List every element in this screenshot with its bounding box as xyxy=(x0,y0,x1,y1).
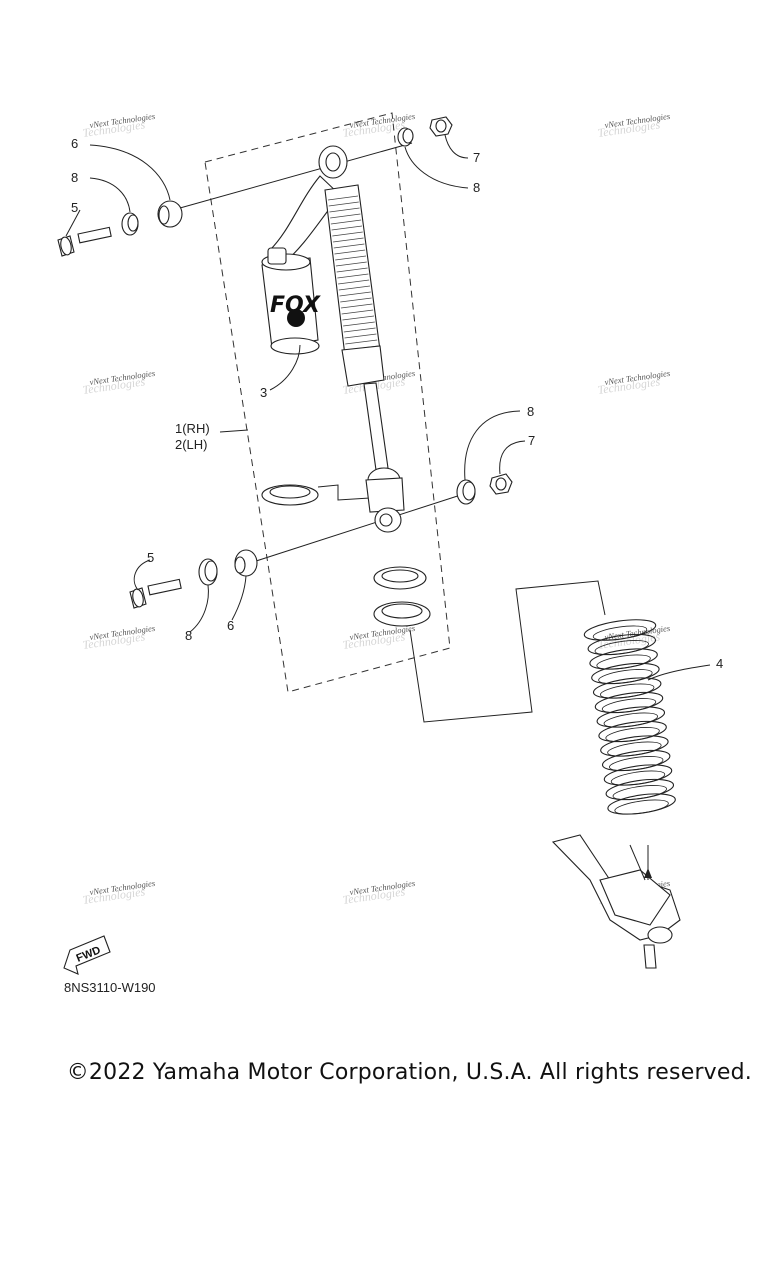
callout-6-bottom: 6 xyxy=(227,618,234,633)
coil-line xyxy=(339,291,371,297)
spring-coil-inner xyxy=(594,640,649,655)
fwd-arrow-icon: FWD xyxy=(63,935,111,975)
callouts: 6 8 5 7 8 3 1(RH) 2(LH) 8 7 5 8 6 4 xyxy=(71,136,723,671)
collar-top-left xyxy=(121,212,139,236)
collar-top-right xyxy=(397,127,414,147)
spring-coil-inner xyxy=(596,654,651,670)
spring-coil-inner xyxy=(614,799,669,815)
spring-coil xyxy=(591,662,660,685)
bushing-bottom xyxy=(234,549,258,577)
leader-lines xyxy=(65,134,711,681)
spring-coil-inner xyxy=(610,770,666,786)
coil-spring xyxy=(583,619,676,815)
callout-2-lh: 2(LH) xyxy=(175,437,208,452)
diagram-code: 8NS3110-W190 xyxy=(64,980,156,995)
spring-coil-inner xyxy=(603,712,658,728)
spring-coil-inner xyxy=(601,698,657,713)
coil-line xyxy=(341,309,374,315)
lock-ring-lower xyxy=(373,601,431,627)
callout-5-top: 5 xyxy=(71,200,78,215)
spring-coil-inner xyxy=(609,756,664,771)
callout-6-top: 6 xyxy=(71,136,78,151)
spring-coil xyxy=(603,764,673,786)
coil-line xyxy=(342,315,375,321)
coil-line xyxy=(338,279,370,285)
callout-8-top-left: 8 xyxy=(71,170,78,185)
spring-coil xyxy=(601,749,671,772)
coil-line xyxy=(330,213,361,219)
axis-lines xyxy=(179,142,606,723)
spring-coil xyxy=(607,793,676,815)
nut-top-right xyxy=(429,116,453,137)
copyright-notice: ©2022 Yamaha Motor Corporation, U.S.A. A… xyxy=(0,1060,768,1085)
spring-coil xyxy=(605,778,675,801)
coil-line xyxy=(343,327,376,333)
bolt-bottom xyxy=(129,578,182,609)
coil-line xyxy=(332,237,364,243)
spring-coil xyxy=(594,691,664,714)
callout-5-bottom: 5 xyxy=(147,550,154,565)
coil-line xyxy=(328,201,359,207)
spring-coil xyxy=(596,706,666,728)
coil-line xyxy=(343,321,375,327)
coil-line xyxy=(336,267,368,273)
coil-line xyxy=(332,231,363,237)
coil-line xyxy=(344,333,377,339)
callout-8-bottom: 8 xyxy=(185,628,192,643)
callout-8-top-right: 8 xyxy=(473,180,480,195)
spring-coil xyxy=(598,720,667,743)
callout-7-top-right: 7 xyxy=(473,150,480,165)
coil-line xyxy=(345,339,378,345)
collar-mid-right xyxy=(456,479,476,505)
bolt-top xyxy=(57,226,112,257)
coil-line xyxy=(340,303,373,309)
coil-line xyxy=(335,255,367,261)
spring-coil-inner xyxy=(598,669,653,684)
coil-line xyxy=(335,261,367,267)
callout-7-mid-right: 7 xyxy=(528,433,535,448)
callout-3: 3 xyxy=(260,385,267,400)
spring-coil-inner xyxy=(607,741,662,757)
coil-line xyxy=(327,195,359,201)
lock-ring-upper xyxy=(373,566,427,590)
coil-line xyxy=(338,285,371,291)
mounting-arm xyxy=(551,834,681,969)
bushing-top-left xyxy=(157,200,183,228)
coil-line xyxy=(333,243,365,249)
nut-mid-right xyxy=(489,473,513,495)
coil-line xyxy=(331,225,363,231)
spring-seat-ring xyxy=(261,484,319,506)
callout-1-rh: 1(RH) xyxy=(175,421,210,436)
spring-coil-inner xyxy=(600,683,655,699)
callout-4: 4 xyxy=(716,656,723,671)
shock-absorber: FOX xyxy=(261,145,405,533)
coil-line xyxy=(329,207,360,213)
collar-bottom xyxy=(198,558,218,586)
coil-line xyxy=(340,297,372,303)
coil-line xyxy=(330,219,362,225)
spring-coil-inner xyxy=(605,727,660,742)
copyright-text: ©2022 Yamaha Motor Corporation, U.S.A. A… xyxy=(66,1060,752,1085)
spring-coil-inner xyxy=(612,785,667,800)
spring-coil-inner xyxy=(592,625,648,641)
callout-8-mid-right: 8 xyxy=(527,404,534,419)
coil-line xyxy=(337,273,369,279)
coil-line xyxy=(334,249,366,255)
spring-coil xyxy=(600,735,669,757)
